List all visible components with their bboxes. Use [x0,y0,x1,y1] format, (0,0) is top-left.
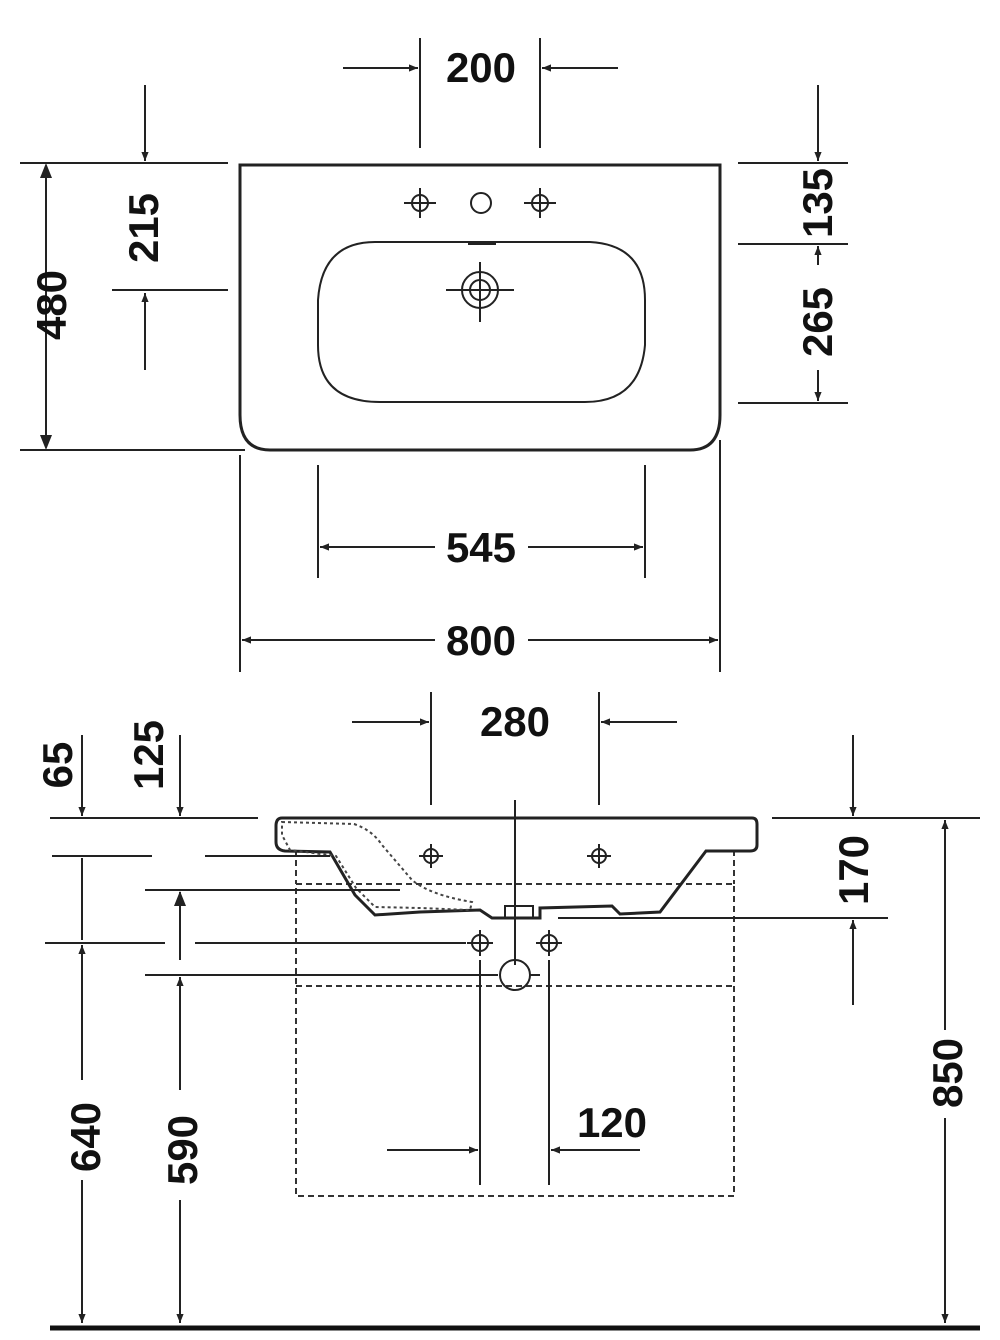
dim-supply-height: 640 [62,1102,109,1172]
top-view: 200 480 215 135 265 545 800 [20,38,848,672]
dim-rim-thickness: 65 [34,742,81,789]
tap-connector-left-icon [419,844,443,868]
bowl-outline [317,241,646,403]
dim-waste-drop: 170 [830,835,877,905]
dim-overall-width: 800 [446,617,516,664]
side-view: 280 65 125 640 590 170 85 [34,692,980,1331]
dim-waste-height: 590 [159,1115,206,1185]
waste-outlet-icon [446,262,514,322]
washbasin-top-outline [238,163,722,452]
tap-connector-right-icon [587,844,611,868]
dim-tap-hole-spacing: 280 [480,698,550,745]
dim-waste-pipe-spacing: 120 [577,1099,647,1146]
tap-hole-right-icon [524,188,556,218]
dim-basin-depth: 265 [794,287,841,357]
dim-tap-spacing: 200 [446,44,516,91]
tap-hole-center-icon [470,192,492,214]
vanity-cabinet-outline [295,883,735,1197]
dim-overall-depth: 480 [28,270,75,340]
tap-hole-left-icon [404,188,436,218]
dim-rim-height: 850 [924,1038,971,1108]
dim-basin-width: 545 [446,524,516,571]
supply-valve-left-icon [467,930,493,956]
dim-bowl-depth: 125 [125,720,172,790]
washbasin-side-outline [274,816,759,920]
dim-front-to-waste: 215 [120,193,167,263]
dim-back-to-taps: 135 [794,168,841,238]
supply-valve-right-icon [536,930,562,956]
